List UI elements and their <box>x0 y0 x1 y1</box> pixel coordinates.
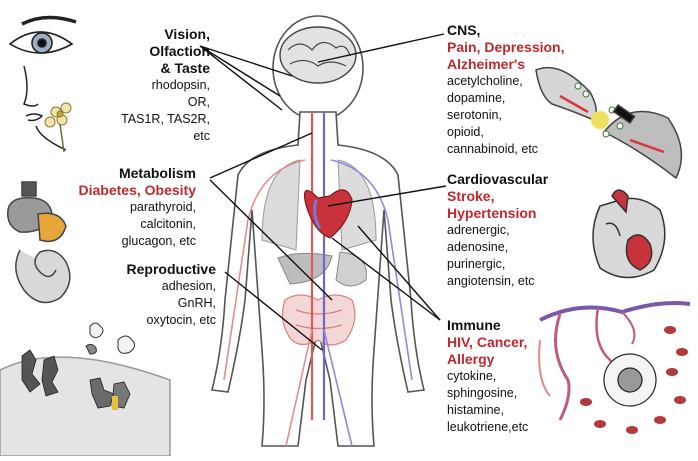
category-immune: Immune HIV, Cancer, Allergy cytokine, sp… <box>447 317 567 436</box>
lungs <box>261 159 377 251</box>
reproductive-example-3: oxytocin, etc <box>146 313 216 327</box>
vision-example-3: TAS1R, TAS2R, <box>121 112 210 126</box>
immune-example-3: histamine, <box>447 403 504 417</box>
cns-heading: CNS, <box>447 22 481 38</box>
cns-example-2: dopamine, <box>447 91 506 105</box>
reproductive-heading: Reproductive <box>126 261 216 277</box>
category-vision: Vision, Olfaction & Taste rhodopsin, OR,… <box>80 26 210 145</box>
nose-mouth-icon <box>23 65 72 153</box>
heart <box>303 189 353 239</box>
cns-example-5: cannabinoid, etc <box>447 142 539 156</box>
cardio-disease-line-1: Stroke, <box>447 188 495 204</box>
category-reproductive: Reproductive adhesion, GnRH, oxytocin, e… <box>86 261 216 329</box>
heart-anatomy-icon <box>592 189 666 279</box>
immune-heading: Immune <box>447 317 501 333</box>
reproductive-example-1: adhesion, <box>161 279 216 293</box>
flower-icon <box>44 102 72 128</box>
category-cardiovascular: Cardiovascular Stroke, Hypertension adre… <box>447 171 587 290</box>
cardio-example-3: purinergic, <box>447 257 506 271</box>
gpcr-membrane-icon <box>0 322 171 457</box>
digestive-organs-icon <box>7 181 71 304</box>
reproductive-example-2: GnRH, <box>177 296 216 310</box>
metabolism-heading: Metabolism <box>118 165 196 181</box>
vision-heading-line-2: Olfaction <box>149 43 210 59</box>
vision-example-2: OR, <box>187 95 210 109</box>
vision-example-4: etc <box>193 129 210 143</box>
neuron-synapse-icon <box>535 66 683 180</box>
vision-heading-line-3: & Taste <box>160 60 210 76</box>
immune-vessels-icon <box>538 301 691 421</box>
intestines <box>281 294 356 346</box>
immune-example-2: sphingosine, <box>447 386 518 400</box>
metabolism-example-1: parathyroid, <box>129 200 196 214</box>
cardio-disease-line-2: Hypertension <box>447 205 537 221</box>
eye-icon <box>8 15 77 54</box>
cns-example-3: serotonin, <box>447 108 502 122</box>
vision-example-1: rhodopsin, <box>151 78 210 92</box>
cardio-example-1: adrenergic, <box>447 223 510 237</box>
immune-disease-line-1: HIV, Cancer, <box>447 334 528 350</box>
cardio-example-4: angiotensin, etc <box>447 274 535 288</box>
cns-example-1: acetylcholine, <box>447 74 523 88</box>
blood-vessels <box>223 112 413 447</box>
category-cns: CNS, Pain, Depression, Alzheimer's acety… <box>447 22 597 158</box>
cardio-example-2: adenosine, <box>447 240 509 254</box>
cns-disease-line-2: Alzheimer's <box>447 56 526 72</box>
immune-cell-icon <box>580 326 688 434</box>
cardio-heading: Cardiovascular <box>447 171 549 187</box>
vision-heading-line-1: Vision, <box>164 26 210 42</box>
immune-disease-line-2: Allergy <box>447 351 495 367</box>
connector-lines <box>199 33 447 351</box>
immune-example-4: leukotriene,etc <box>447 420 529 434</box>
immune-example-1: cytokine, <box>447 369 497 383</box>
brain <box>279 26 357 84</box>
metabolism-disease: Diabetes, Obesity <box>78 182 197 198</box>
cns-example-4: opioid, <box>447 125 484 139</box>
metabolism-example-3: glucagon, etc <box>121 234 196 248</box>
category-metabolism: Metabolism Diabetes, Obesity parathyroid… <box>60 165 197 250</box>
cns-disease-line-1: Pain, Depression, <box>447 39 565 55</box>
torso-outline <box>211 111 425 447</box>
metabolism-example-2: calcitonin, <box>140 217 196 231</box>
